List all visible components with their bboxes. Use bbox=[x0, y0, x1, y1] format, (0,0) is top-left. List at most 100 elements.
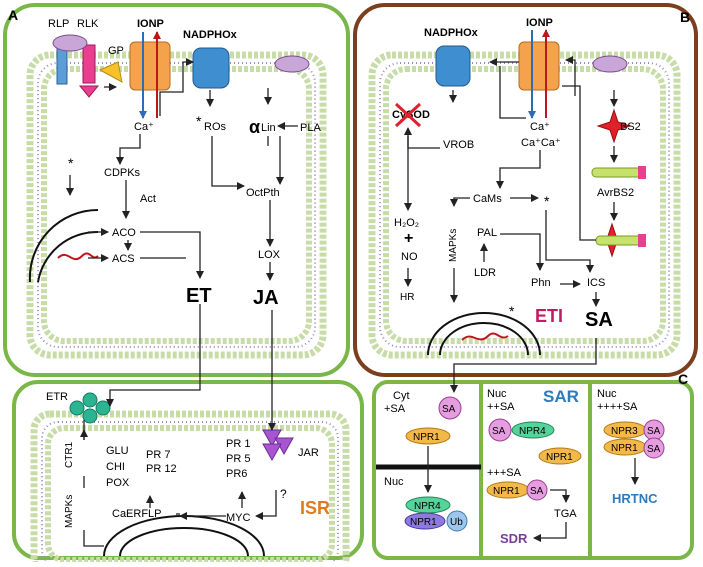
ca-b1: Ca⁺ bbox=[530, 121, 550, 133]
act-label: Act bbox=[140, 193, 156, 205]
npr1-c2 bbox=[538, 447, 582, 465]
cams-label: CaMs bbox=[473, 193, 502, 205]
panel-c-frame bbox=[372, 380, 694, 560]
lin-label: Lin bbox=[261, 122, 276, 134]
ca-b2: Ca⁺Ca⁺ bbox=[521, 137, 561, 149]
isr-label: ISR bbox=[300, 498, 330, 518]
ub-bubble bbox=[446, 510, 468, 532]
pox-label: POX bbox=[106, 477, 130, 489]
ionp-channel-a bbox=[129, 41, 171, 91]
receptor-complex bbox=[52, 34, 123, 98]
nadphox-a bbox=[192, 47, 230, 89]
panel-b-letter: B bbox=[680, 9, 690, 25]
pal-label: PAL bbox=[477, 227, 497, 239]
sa-c5: SA bbox=[647, 444, 661, 455]
avrbs2-bound-tip bbox=[638, 234, 646, 247]
ja-label: JA bbox=[253, 287, 279, 309]
mapks-label-isr: MAPKs bbox=[64, 495, 75, 528]
sdr-label: SDR bbox=[500, 531, 528, 546]
vrob-label: VROB bbox=[443, 139, 474, 151]
rlp-receptor bbox=[56, 47, 68, 85]
nuc2-sa-label: ++SA bbox=[487, 401, 515, 413]
rlp-label: RLP bbox=[48, 18, 69, 30]
membrane-layer-inner bbox=[45, 425, 335, 563]
star-a2: * bbox=[68, 155, 74, 171]
etr-label: ETR bbox=[46, 391, 68, 403]
sa-c2: SA bbox=[492, 426, 506, 437]
jar-receptor bbox=[262, 429, 294, 462]
sa-label-b: SA bbox=[585, 309, 613, 331]
h2o2-label: H₂O₂ bbox=[394, 217, 419, 229]
npr1-label-c1: NPR1 bbox=[413, 432, 440, 443]
hr-label: HR bbox=[400, 292, 414, 303]
caerflp-label: CaERFLP bbox=[112, 508, 162, 520]
ionp-channel-b bbox=[518, 41, 560, 91]
sar-label: SAR bbox=[543, 387, 579, 406]
etr-receptor bbox=[69, 392, 111, 424]
cyt-label: Cyt bbox=[393, 390, 410, 402]
rlk-kinase bbox=[78, 85, 100, 98]
pathogen-signal-a bbox=[274, 55, 310, 73]
octpth-label: OctPth bbox=[246, 187, 280, 199]
mapks-label-b: MAPKs bbox=[448, 229, 459, 262]
pathway-arrows-isr bbox=[80, 304, 277, 547]
sa-bubble-c3 bbox=[526, 479, 548, 501]
ctr1-label: CTR1 bbox=[64, 441, 75, 468]
pathogen-signal-b bbox=[592, 55, 628, 73]
membrane-layer bbox=[26, 51, 327, 359]
jar-label: JAR bbox=[298, 447, 319, 459]
rlk-label: RLK bbox=[77, 18, 99, 30]
q-label: ? bbox=[280, 487, 287, 501]
ionp-label-a: IONP bbox=[137, 18, 164, 30]
nuc3-sa-label: ++++SA bbox=[597, 401, 638, 413]
gp-label: GP bbox=[108, 45, 124, 57]
ca-label-a: Ca⁺ bbox=[134, 121, 154, 133]
acs-label: ACS bbox=[112, 253, 135, 265]
panel-a-membrane bbox=[26, 51, 327, 359]
ionp-label-b: IONP bbox=[526, 17, 553, 29]
avrbs2-bound bbox=[595, 235, 643, 246]
pathway-arrows-b bbox=[404, 56, 618, 307]
sa-c4: SA bbox=[647, 426, 661, 437]
panel-b-frame bbox=[353, 3, 698, 377]
panel-c-letter: C bbox=[678, 371, 688, 387]
nucleus-a bbox=[37, 230, 99, 283]
nadphox-label-a: NADPHOx bbox=[183, 29, 238, 41]
avrbs2-label: AvrBS2 bbox=[597, 187, 634, 199]
panel-a-letter: A bbox=[8, 7, 18, 23]
nuc-label-c3: Nuc bbox=[597, 388, 617, 400]
npr1-ub-c1 bbox=[404, 512, 446, 530]
ros-label: ROs bbox=[204, 121, 227, 133]
npr3-label: NPR3 bbox=[611, 426, 638, 437]
npr1-c1 bbox=[405, 427, 451, 445]
lox-label: LOX bbox=[258, 249, 281, 261]
npr4-label-c2: NPR4 bbox=[519, 426, 546, 437]
nucleus-isr-inner bbox=[119, 527, 249, 557]
et-label: ET bbox=[186, 285, 212, 307]
sa-bubble-c2 bbox=[488, 418, 512, 442]
nucleus-a-outer bbox=[28, 208, 99, 283]
star-a1: * bbox=[196, 113, 202, 129]
npr1-label-c3: NPR1 bbox=[493, 486, 520, 497]
npr4-label-c1: NPR4 bbox=[414, 501, 441, 512]
membrane-layer-inner bbox=[41, 66, 312, 344]
nucleus-b bbox=[427, 312, 541, 356]
nucleus-b-inner bbox=[439, 322, 529, 356]
cysod-label: CySOD bbox=[392, 109, 430, 121]
nuc-label-c1: Nuc bbox=[384, 476, 404, 488]
panel-a: RLP RLK GP A IONP NADPHOx Ca⁺ * ROs α Li… bbox=[3, 3, 350, 377]
nuc-label-c2: Nuc bbox=[487, 388, 507, 400]
pr12-label: PR 12 bbox=[146, 463, 177, 475]
plus-label: + bbox=[404, 230, 413, 247]
avrbs2-effector bbox=[591, 167, 643, 178]
phn-label: Phn bbox=[531, 277, 551, 289]
panel-isr-membrane bbox=[30, 410, 350, 567]
aco-label: ACO bbox=[112, 227, 136, 239]
panel-isr-frame bbox=[12, 380, 364, 560]
membrane-layer bbox=[30, 410, 350, 567]
rlk-ligand bbox=[52, 34, 88, 52]
panel-a-frame bbox=[3, 3, 350, 377]
sa-bubble-c5 bbox=[643, 437, 665, 459]
